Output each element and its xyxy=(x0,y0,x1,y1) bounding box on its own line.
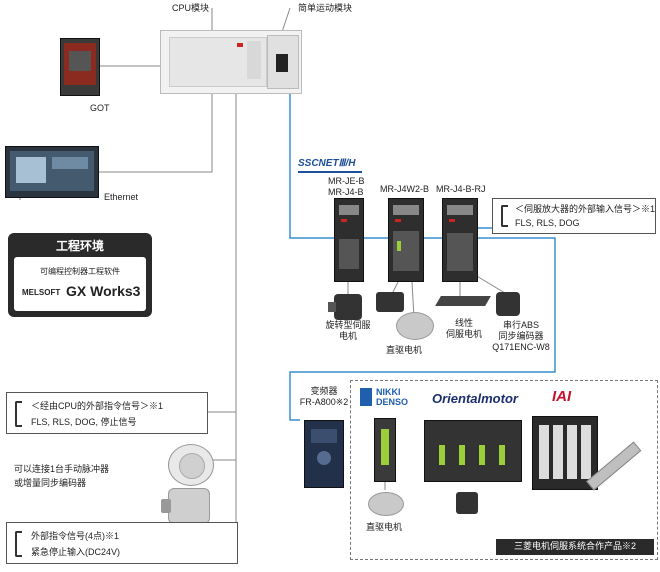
melsoft-label: MELSOFT xyxy=(22,288,61,297)
manual-pulse-generator[interactable] xyxy=(168,444,214,486)
got-panel[interactable] xyxy=(60,38,100,96)
inverter-fr-a800[interactable] xyxy=(304,420,344,488)
gx-subtitle: 可编程控制器工程软件 xyxy=(40,267,120,276)
drive-je-j4-label: MR-JE-B MR-J4-B xyxy=(328,176,365,197)
nikki-text: NIKKI xyxy=(376,387,401,397)
engineering-header: 工程环境 xyxy=(55,239,104,253)
plc-unit[interactable] xyxy=(160,30,302,94)
partner-footer-label: 三菱电机伺服系统合作产品※2 xyxy=(513,541,636,551)
sscnet-logo: SSCNETⅢ/H xyxy=(298,158,356,169)
dd-motor2-label: 直驱电机 xyxy=(366,522,403,532)
oriental-driver[interactable] xyxy=(424,420,522,482)
cpu-module-label: CPU模块 xyxy=(172,3,210,13)
serial-abs-encoder[interactable] xyxy=(496,292,520,316)
partner-products-box xyxy=(350,380,658,560)
nikki-denso-logo: NIKKI DENSO xyxy=(360,386,424,410)
serial-abs-label: 串行ABS 同步编码器 Q171ENC-W8 xyxy=(492,320,550,352)
rotary-servo-motor[interactable] xyxy=(328,294,362,320)
gx-works-card: 工程环境 可编程控制器工程软件 MELSOFT GX Works3 xyxy=(8,233,152,317)
got-label: GOT xyxy=(90,103,110,113)
servo-amp-signal-items: FLS, RLS, DOG xyxy=(515,218,580,228)
servo-amp-signal-title: ＜伺服放大器的外部输入信号＞※1 xyxy=(515,204,656,214)
oriental-motor[interactable] xyxy=(456,492,478,514)
drive-j4-rj-label: MR-J4-B-RJ xyxy=(436,184,486,194)
iai-logo: IAI xyxy=(552,388,572,405)
denso-text: DENSO xyxy=(376,397,409,407)
rotary-servo-label: 旋转型伺服 电机 xyxy=(325,320,371,341)
linear-servo-motor[interactable] xyxy=(435,296,491,306)
dd-motor-disk[interactable] xyxy=(396,312,434,340)
external-cmd-signal-box: 外部指令信号(4点)※1 紧急停止输入(DC24V) xyxy=(6,522,238,564)
dd-motor-label: 直驱电机 xyxy=(386,345,423,355)
motion-module-label: 简单运动模块 xyxy=(298,3,353,13)
sscnet-underline xyxy=(298,171,362,173)
inverter-label: 变频器 FR-A800※2 xyxy=(299,386,349,407)
nikki-driver[interactable] xyxy=(374,418,396,482)
servo-amp-j4w2[interactable] xyxy=(388,198,424,282)
pc-monitor[interactable] xyxy=(5,146,99,198)
cpu-external-signal-box: ＜经由CPU的外部指令信号＞※1 FLS, RLS, DOG, 停止信号 xyxy=(6,392,208,434)
pulse-gen-label: 可以连接1台手动脉冲器 或增量同步编码器 xyxy=(14,464,110,488)
iai-controller[interactable] xyxy=(532,416,598,490)
motion-module[interactable] xyxy=(267,35,299,89)
servo-amp-je-j4[interactable] xyxy=(334,198,364,282)
incremental-encoder[interactable] xyxy=(161,488,210,524)
cpu-external-items: FLS, RLS, DOG, 停止信号 xyxy=(31,417,137,427)
oriental-motor-logo: Orientalmotor xyxy=(432,391,518,406)
dd-motor-1[interactable] xyxy=(376,292,404,312)
drive-j4w2-label: MR-J4W2-B xyxy=(380,184,429,194)
dd-motor-2[interactable] xyxy=(368,492,404,516)
servo-amp-j4-rj[interactable] xyxy=(442,198,478,282)
cpu-external-title: ＜经由CPU的外部指令信号＞※1 xyxy=(31,401,164,411)
external-cmd-title: 外部指令信号(4点)※1 xyxy=(31,531,120,541)
servo-amp-signal-box: ＜伺服放大器的外部输入信号＞※1 FLS, RLS, DOG xyxy=(492,198,656,234)
external-cmd-items: 紧急停止输入(DC24V) xyxy=(31,547,121,557)
linear-servo-label: 线性 伺服电机 xyxy=(445,318,482,339)
partner-footer-bar: 三菱电机伺服系统合作产品※2 xyxy=(496,539,654,555)
gx-works3-label: GX Works3 xyxy=(66,283,141,299)
ethernet-label: Ethernet xyxy=(104,192,139,202)
